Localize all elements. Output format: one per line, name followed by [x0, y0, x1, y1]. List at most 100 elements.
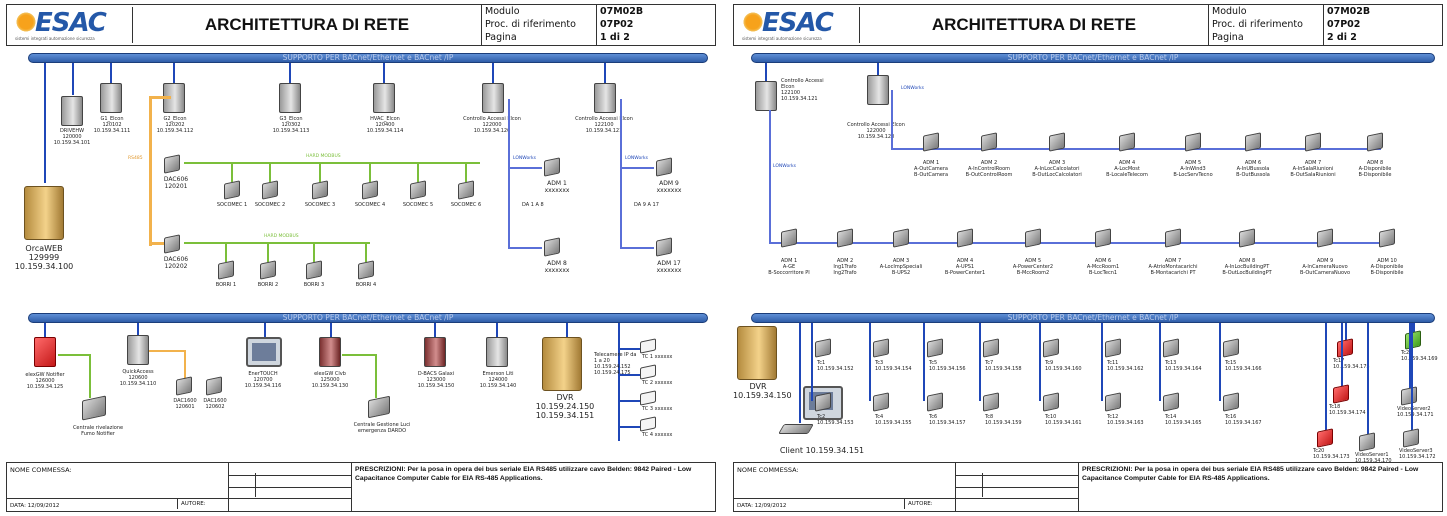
adm-device-icon: [1367, 132, 1383, 152]
socomec-label: SOCOMEC 2: [254, 202, 286, 208]
modbus-line: [319, 164, 321, 182]
modbus-line: [375, 354, 377, 398]
connection-line: [1101, 323, 1103, 347]
connection-line: [72, 63, 74, 95]
bacnet-bus-bottom: SUPPORTO PER BACnet/Ethernet e BACnet /I…: [751, 313, 1435, 323]
adm-device-icon: [923, 132, 939, 152]
connection-line: [1039, 347, 1041, 401]
borri-device-icon: [358, 260, 374, 280]
modbus-note: HARD MODBUS: [264, 234, 299, 239]
borri-label: BORRI 1: [215, 282, 237, 288]
connection-line: [618, 374, 640, 376]
adm-device-icon: [1379, 228, 1395, 248]
header-info-grid: Modulo 07M02B Proc. di riferimento 07P02…: [1208, 5, 1442, 45]
camera-icon: [815, 392, 831, 412]
rs485-line: [149, 96, 152, 246]
camera-icon: [1043, 392, 1059, 412]
logo-text: ESAC: [35, 8, 107, 38]
sheet-title: ARCHITETTURA DI RETE: [931, 15, 1137, 34]
connection-line: [383, 63, 385, 83]
sheet-header: ESAC sistemi integrati automazione sicur…: [6, 4, 716, 46]
adm-range-label: DA 9 A 17: [634, 202, 659, 208]
dvr-tower: [737, 326, 777, 380]
modbus-line: [184, 162, 480, 164]
lon-note: LONWorks: [901, 86, 924, 91]
logo-tagline: sistemi integrati automazione sicurezza: [15, 36, 95, 41]
ref-key: Proc. di riferimento: [485, 19, 576, 30]
connection-line: [137, 323, 139, 335]
modbus-line: [417, 164, 419, 182]
camera-icon: [815, 338, 831, 358]
adm-device-icon: [1095, 228, 1111, 248]
camera-icon: [1223, 392, 1239, 412]
adm-device-icon: [1165, 228, 1181, 248]
module-value: 07M02B: [600, 6, 644, 17]
socomec-label: SOCOMEC 3: [304, 202, 336, 208]
logo-tagline: sistemi integrati automazione sicurezza: [742, 36, 822, 41]
camera-icon: [983, 392, 999, 412]
connection-line: [618, 348, 640, 350]
sheet-footer: NOME COMMESSA: DATA: 12/09/2012 AUTORE: …: [6, 462, 716, 512]
sheet-footer: NOME COMMESSA: DATA: 12/09/2012 AUTORE: …: [733, 462, 1443, 512]
camera-icon: [1401, 386, 1417, 406]
connection-line: [496, 323, 498, 337]
borri-device-icon: [306, 260, 322, 280]
lon-line: [769, 110, 771, 242]
adm-device-icon: [544, 237, 560, 257]
galaxi-gateway-icon: [424, 337, 446, 367]
connection-line: [44, 323, 46, 337]
esac-logo: ESAC sistemi integrati automazione sicur…: [9, 7, 133, 43]
sheet-title: ARCHITETTURA DI RETE: [204, 15, 410, 34]
connection-line: [1101, 347, 1103, 401]
logo-sun-icon: [742, 11, 764, 33]
camera-icon: [873, 338, 889, 358]
camera-icon: [1337, 338, 1353, 358]
lon-line: [891, 90, 893, 148]
socomec-device-icon: [362, 180, 378, 200]
module-key: Modulo: [485, 6, 520, 17]
adm-device-icon: [1239, 228, 1255, 248]
connection-line: [492, 63, 494, 83]
rs485-line: [149, 96, 171, 99]
connection-line: [44, 63, 46, 183]
camera-icon: [1359, 432, 1375, 452]
modbus-note: HARD MODBUS: [306, 154, 341, 159]
modbus-line: [89, 354, 91, 398]
connection-line: [618, 323, 620, 441]
modbus-line: [369, 164, 371, 182]
module-key: Modulo: [1212, 6, 1247, 17]
server-icon: [373, 83, 395, 113]
server-icon: [755, 81, 777, 111]
borri-device-icon: [260, 260, 276, 280]
camera-label: TC 1 xxxxxx: [642, 354, 673, 360]
adm-device-icon: [1119, 132, 1135, 152]
notifier-gateway-icon: [34, 337, 56, 367]
connection-line: [110, 63, 112, 83]
lon-line: [620, 247, 654, 249]
modbus-line: [267, 244, 269, 262]
